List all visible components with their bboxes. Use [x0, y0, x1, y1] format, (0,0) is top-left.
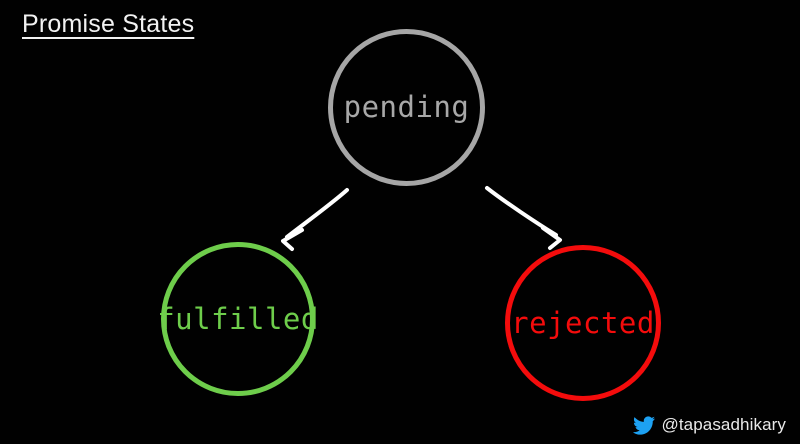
page-title: Promise States — [22, 10, 195, 38]
arrow-pending-to-rejected — [485, 186, 562, 250]
state-node-fulfilled-label: fulfilled — [157, 301, 319, 336]
state-node-fulfilled[interactable]: fulfilled — [157, 242, 318, 396]
footer-attribution: @tapasadhikary — [633, 415, 786, 435]
state-node-rejected-label: rejected — [511, 305, 655, 340]
arrow-pending-to-fulfilled — [281, 188, 349, 251]
twitter-bird-icon — [633, 415, 656, 435]
twitter-handle-text: @tapasadhikary — [661, 415, 786, 434]
state-node-pending[interactable]: pending — [328, 29, 485, 186]
state-node-rejected[interactable]: rejected — [505, 245, 661, 401]
state-node-pending-label: pending — [343, 90, 470, 124]
